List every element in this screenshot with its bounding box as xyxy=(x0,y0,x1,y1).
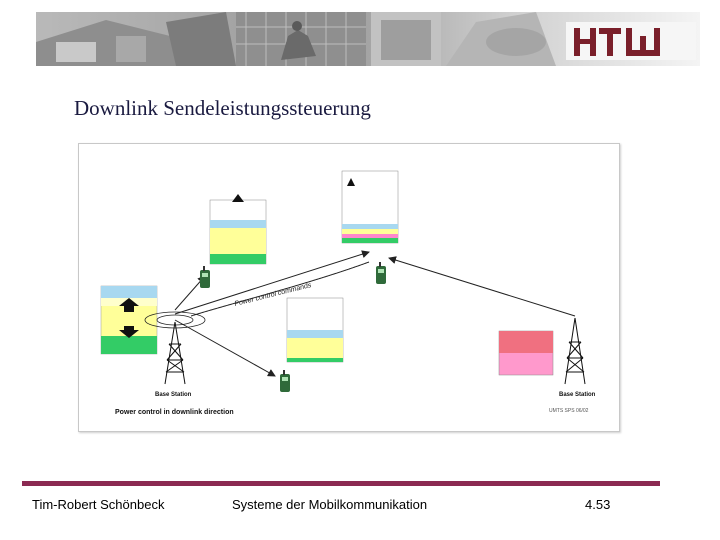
figure-caption: Power control in downlink direction xyxy=(115,409,234,416)
mobile-phone-icon xyxy=(200,266,210,288)
base-station-right-label: Base Station xyxy=(559,392,596,398)
mobile-a-power-bar xyxy=(209,194,267,265)
left-base-station-power-bar xyxy=(100,285,158,355)
header-banner xyxy=(36,12,700,66)
base-station-left-label: Base Station xyxy=(155,392,192,398)
arrow-up-icon xyxy=(119,298,139,312)
htw-logo xyxy=(566,22,696,60)
footer-page-number: 4.53 xyxy=(585,497,611,512)
slide-title: Downlink Sendeleistungssteuerung xyxy=(74,96,371,120)
figure-source-tag: UMTS SPS 06/02 xyxy=(549,408,589,414)
arrow-down-icon xyxy=(119,326,139,338)
base-station-tower-icon xyxy=(564,317,586,385)
mobile-b-power-bar xyxy=(341,170,399,244)
mobile-phone-icon xyxy=(280,370,290,392)
right-base-station-power-bar xyxy=(498,330,554,376)
radio-links xyxy=(174,250,576,377)
banner-photo xyxy=(36,12,700,66)
base-station-tower-icon xyxy=(164,321,186,385)
htw-logo-mark xyxy=(566,22,696,60)
mobile-c-power-bar xyxy=(286,297,344,363)
figure-drawing: Power control commands xyxy=(100,170,596,416)
footer-course: Systeme der Mobilkommunikation xyxy=(232,497,428,512)
mobile-phone-icon xyxy=(376,262,386,284)
footer-divider xyxy=(22,481,660,486)
footer-author: Tim-Robert Schönbeck xyxy=(32,497,165,512)
downlink-power-control-figure: Power control commands xyxy=(78,143,620,432)
